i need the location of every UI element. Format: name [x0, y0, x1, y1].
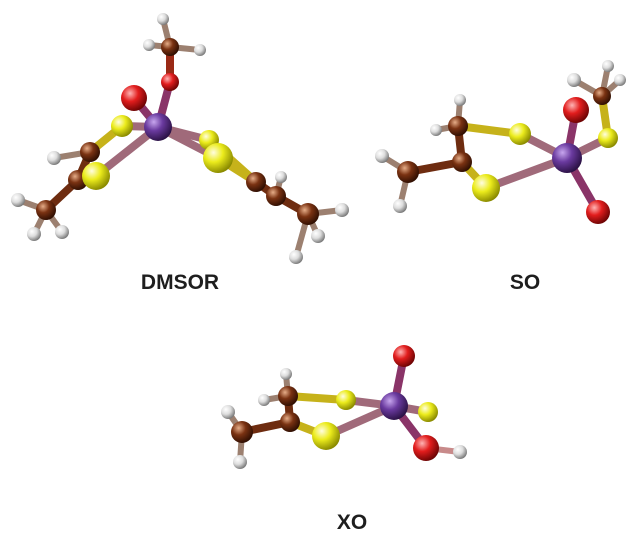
so-bonds	[379, 63, 623, 216]
hydrogen-atom	[143, 39, 155, 51]
carbon-atom	[452, 152, 472, 172]
sulfur-atom	[312, 422, 340, 450]
carbon-atom	[231, 421, 253, 443]
sulfur-atom	[203, 143, 233, 173]
hydrogen-atom	[280, 368, 292, 380]
carbon-atom	[161, 38, 179, 56]
carbon-atom	[80, 142, 100, 162]
hydrogen-atom	[602, 60, 614, 72]
hydrogen-atom	[453, 445, 467, 459]
oxygen-atom	[393, 345, 415, 367]
hydrogen-atom	[393, 199, 407, 213]
oxygen-atom	[413, 435, 439, 461]
molybdenum-atom	[380, 392, 408, 420]
hydrogen-atom	[567, 73, 581, 87]
oxygen-atom	[121, 85, 147, 111]
hydrogen-atom	[275, 171, 287, 183]
sulfur-atom	[82, 162, 110, 190]
sulfur-atom	[418, 402, 438, 422]
hydrogen-atom	[375, 149, 389, 163]
hydrogen-atom	[233, 455, 247, 469]
sulfur-atom	[598, 128, 618, 148]
label-dmsor: DMSOR	[140, 271, 220, 294]
oxygen-atom	[563, 97, 589, 123]
sulfur-atom	[111, 115, 133, 137]
oxygen-atom	[586, 200, 610, 224]
carbon-atom	[297, 203, 319, 225]
molybdenum-atom	[552, 143, 582, 173]
carbon-atom	[246, 172, 266, 192]
carbon-atom	[593, 87, 611, 105]
hydrogen-atom	[614, 74, 626, 86]
hydrogen-atom	[27, 227, 41, 241]
sulfur-atom	[336, 390, 356, 410]
oxygen-atom	[161, 73, 179, 91]
carbon-atom	[280, 412, 300, 432]
hydrogen-atom	[55, 225, 69, 239]
carbon-atom	[266, 186, 286, 206]
hydrogen-atom	[221, 405, 235, 419]
molybdenum-atom	[144, 113, 172, 141]
hydrogen-atom	[194, 44, 206, 56]
hydrogen-atom	[335, 203, 349, 217]
sulfur-atom	[472, 174, 500, 202]
molecule-so	[375, 60, 626, 224]
carbon-atom	[36, 200, 56, 220]
hydrogen-atom	[157, 13, 169, 25]
carbon-atom	[278, 386, 298, 406]
dmsor-bonds	[15, 16, 345, 260]
carbon-atom	[397, 161, 419, 183]
hydrogen-atom	[454, 94, 466, 106]
hydrogen-atom	[258, 394, 270, 406]
hydrogen-atom	[47, 151, 61, 165]
molecule-xo	[221, 345, 467, 469]
label-so: SO	[509, 271, 541, 294]
sulfur-atom	[509, 123, 531, 145]
carbon-atom	[448, 116, 468, 136]
hydrogen-atom	[311, 229, 325, 243]
label-xo: XO	[336, 511, 368, 534]
molecule-dmsor	[11, 13, 349, 264]
hydrogen-atom	[430, 124, 442, 136]
hydrogen-atom	[11, 193, 25, 207]
hydrogen-atom	[289, 250, 303, 264]
